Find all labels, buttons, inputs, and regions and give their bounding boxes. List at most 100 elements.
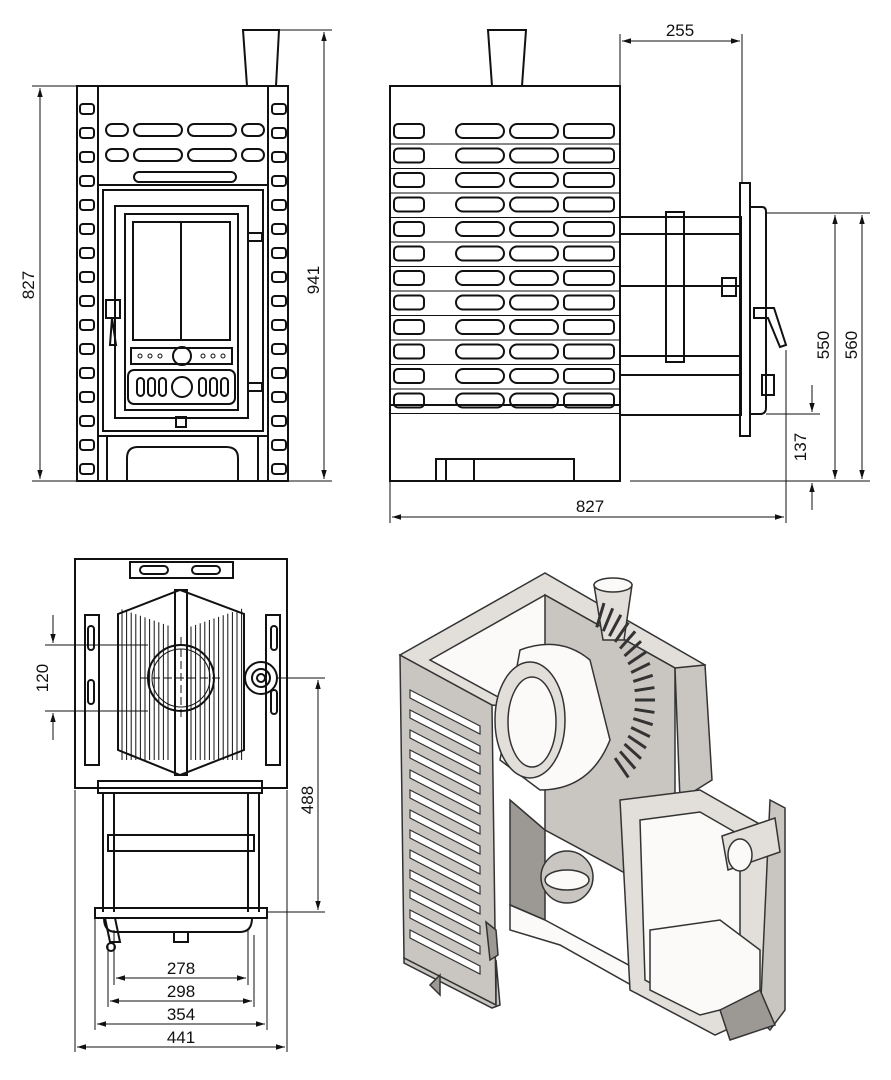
side-grille-slot (509, 245, 559, 262)
top-width-278-dimension: 278 (167, 959, 195, 978)
iso-fin (608, 614, 623, 637)
iso-wall-slot (409, 809, 481, 855)
side-grille-slot (563, 172, 615, 188)
side-door-height-dimension: 560 (842, 331, 861, 359)
side-grille-slot (563, 294, 615, 311)
side-handle (753, 307, 788, 349)
iso-wall-slot (409, 709, 481, 755)
side-grille (390, 123, 620, 414)
front-side-slot (79, 103, 95, 115)
side-grille-slot (455, 147, 505, 164)
front-side-slot (271, 343, 287, 355)
front-side-slot (271, 127, 287, 139)
iso-fin (632, 717, 654, 727)
front-side-slot (79, 271, 95, 283)
side-grille-slot (393, 270, 425, 286)
side-grille-slot (393, 221, 425, 237)
iso-fin (634, 707, 655, 714)
front-side-slot (271, 271, 287, 283)
iso-wall-slot (409, 909, 481, 955)
iso-wall-slot (409, 929, 481, 975)
side-view: 255 827 550 560 137 (389, 21, 870, 523)
iso-wall-slot (409, 749, 481, 795)
side-grille-slot (393, 196, 425, 213)
iso-fin (630, 726, 651, 738)
front-side-slot (271, 103, 287, 115)
top-view: 120 488 278 298 354 441 (33, 558, 325, 1052)
front-side-slot (79, 127, 95, 139)
side-grille-slot (563, 319, 615, 335)
top-width-354-dimension: 354 (167, 1005, 195, 1024)
front-side-slot (79, 319, 95, 331)
top-body-outline (74, 558, 288, 789)
iso-fin (601, 607, 615, 632)
side-grille-slot (393, 245, 425, 262)
side-grille-slot (455, 343, 505, 360)
top-flue-diameter-dimension: 120 (33, 664, 52, 692)
iso-fin (595, 602, 606, 628)
side-grille-slot (393, 147, 425, 164)
side-firebox-height-dimension: 550 (814, 331, 833, 359)
isometric-cutaway-view (398, 572, 786, 1041)
iso-fin (618, 630, 637, 650)
side-grille-slot (509, 343, 559, 360)
front-height-dimension: 827 (19, 271, 38, 299)
side-grille-slot (455, 196, 505, 213)
iso-wall-slot (409, 769, 481, 815)
front-door-handle (105, 299, 121, 346)
side-grille-slot (393, 319, 425, 335)
front-side-slot (271, 415, 287, 427)
front-side-slot (79, 247, 95, 259)
top-firebox-finned (117, 588, 245, 777)
iso-wall-slot (409, 829, 481, 875)
top-fins (121, 608, 243, 760)
iso-wall-slot (409, 869, 481, 915)
side-grille-slot (455, 294, 505, 311)
front-side-slots (79, 103, 287, 475)
iso-door (759, 798, 786, 1032)
side-grille-slot (509, 196, 559, 213)
iso-right-wall (674, 664, 713, 802)
side-grille-slot (455, 319, 505, 335)
side-grille-slot (455, 270, 505, 286)
side-grille-slot (563, 343, 615, 360)
side-base (390, 404, 620, 481)
side-grille-slot (509, 319, 559, 335)
top-width-441-dimension: 441 (167, 1028, 195, 1047)
front-view: 827 941 (19, 29, 332, 482)
front-side-slot (79, 151, 95, 163)
front-side-slot (271, 151, 287, 163)
front-chimney (241, 29, 281, 87)
iso-fin (627, 650, 647, 666)
front-side-slot (79, 463, 95, 475)
side-grille-slot (563, 221, 615, 237)
iso-wall-slot (409, 849, 481, 895)
iso-wall-slot (409, 789, 481, 835)
front-side-slot (271, 463, 287, 475)
top-water-connector (244, 661, 278, 695)
side-grille-slot (509, 221, 559, 237)
side-grille-slot (563, 123, 615, 139)
front-base (106, 436, 259, 481)
iso-wall-slot (409, 729, 481, 775)
side-grille-slot (509, 270, 559, 286)
side-grille-slot (563, 368, 615, 384)
iso-fin (618, 750, 637, 770)
iso-base (403, 956, 501, 1009)
top-tunnel (94, 780, 268, 952)
iso-fin (623, 742, 643, 760)
iso-fin (613, 757, 630, 779)
iso-fin (623, 640, 643, 658)
side-floor-clearance-dimension: 137 (791, 433, 810, 461)
front-side-slot (271, 223, 287, 235)
front-side-slot (79, 295, 95, 307)
front-side-slot (271, 175, 287, 187)
side-grille-slot (509, 368, 559, 384)
side-grille-slot (509, 123, 559, 139)
side-grille-slot (509, 172, 559, 188)
side-grille-slot (563, 196, 615, 213)
side-grille-slot (455, 245, 505, 262)
front-ash-door (127, 369, 236, 405)
front-side-slot (79, 343, 95, 355)
